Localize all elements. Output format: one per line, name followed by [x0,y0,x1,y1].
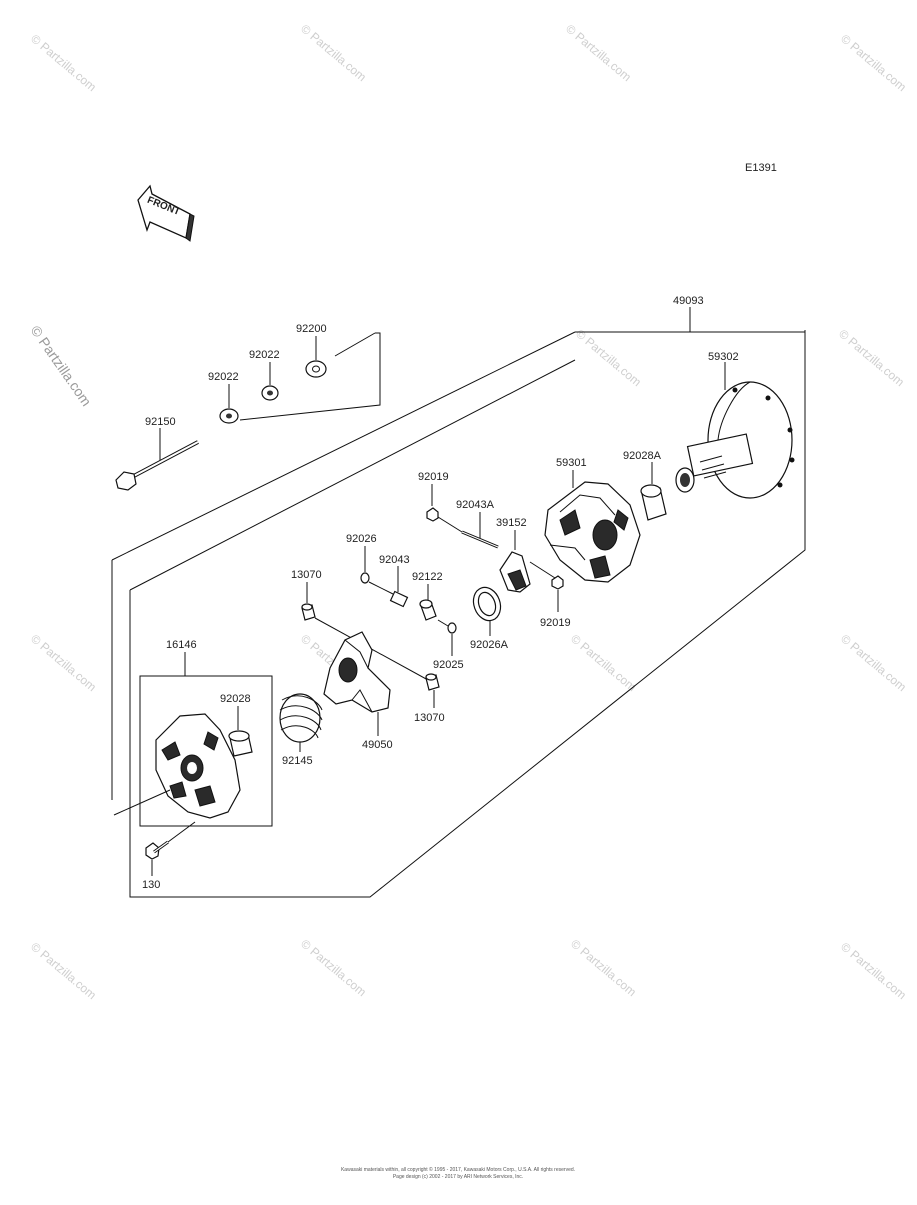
bolt-92150 [115,428,199,491]
assembly-outline [111,307,806,898]
diagram-code: E1391 [745,162,777,174]
label-92022: 92022 [249,349,280,361]
bolt-130 [145,821,196,876]
collar-92122 [419,584,437,621]
washer-subassembly-outline [239,332,381,421]
label-92026: 92026 [346,533,377,545]
bushing-92028 [228,706,253,757]
copyright-line: Page design (c) 2002 - 2017 by ARI Netwo… [393,1174,523,1180]
spring-92145 [279,693,323,752]
front-arrow-icon: FRONT [137,184,195,242]
spider-49050 [323,631,391,736]
part-labels: 49093 59302 92200 92022 92022 92150 9201… [142,295,739,891]
label-49093: 49093 [673,295,704,307]
label-92028A: 92028A [623,450,662,462]
label-92028: 92028 [220,693,251,705]
watermark-main: © Partzilla.com [28,323,95,409]
watermark: © Partzilla.com [298,22,369,85]
watermark: © Partzilla.com [563,22,634,85]
watermark: © Partzilla.com [28,940,99,1003]
label-92145: 92145 [282,755,313,767]
washer-92026A [472,586,502,636]
label-92043: 92043 [379,554,410,566]
label-130: 130 [142,879,160,891]
label-92150: 92150 [145,416,176,428]
label-49050: 49050 [362,739,393,751]
cover-subassembly-outline [139,652,273,827]
watermark: © Partzilla.com [28,32,99,95]
label-92043A: 92043A [456,499,495,511]
label-92019: 92019 [418,471,449,483]
watermark: © Partzilla.com [838,940,909,1003]
watermark: © Partzilla.com [838,632,909,695]
label-16146: 16146 [166,639,197,651]
copyright-line: Kawasaki materials within, all copyright… [341,1166,575,1173]
label-59301: 59301 [556,457,587,469]
washer-92026 [360,546,370,584]
label-92019: 92019 [540,617,571,629]
cover-16146 [113,713,241,819]
label-39152: 39152 [496,517,527,529]
washer-92025 [437,619,457,656]
label-92200: 92200 [296,323,327,335]
label-13070: 13070 [414,712,445,724]
watermark: © Partzilla.com [298,937,369,1000]
nut-92019-upper [426,484,439,522]
movable-sheave-59301 [544,470,641,583]
fixed-sheave-59302 [675,362,795,499]
pin-92043 [368,566,409,608]
roller-13070-lower [425,673,440,708]
watermark: © Partzilla.com [838,32,909,95]
label-59302: 59302 [708,351,739,363]
label-92026A: 92026A [470,639,509,651]
label-92025: 92025 [433,659,464,671]
label-13070: 13070 [291,569,322,581]
bushing-92028A [640,462,667,521]
watermark: © Partzilla.com [836,327,907,390]
watermark: © Partzilla.com [568,937,639,1000]
washer-92200 [305,336,327,378]
nut-92019-lower [551,575,564,612]
weight-39152 [499,530,556,593]
washer-92022-left [219,384,239,424]
label-92022: 92022 [208,371,239,383]
watermark: © Partzilla.com [568,632,639,695]
label-92122: 92122 [412,571,443,583]
pin-92043A [437,512,499,549]
washer-92022-right [261,362,279,401]
watermark: © Partzilla.com [28,632,99,695]
watermark: © Partzilla.com [573,327,644,390]
